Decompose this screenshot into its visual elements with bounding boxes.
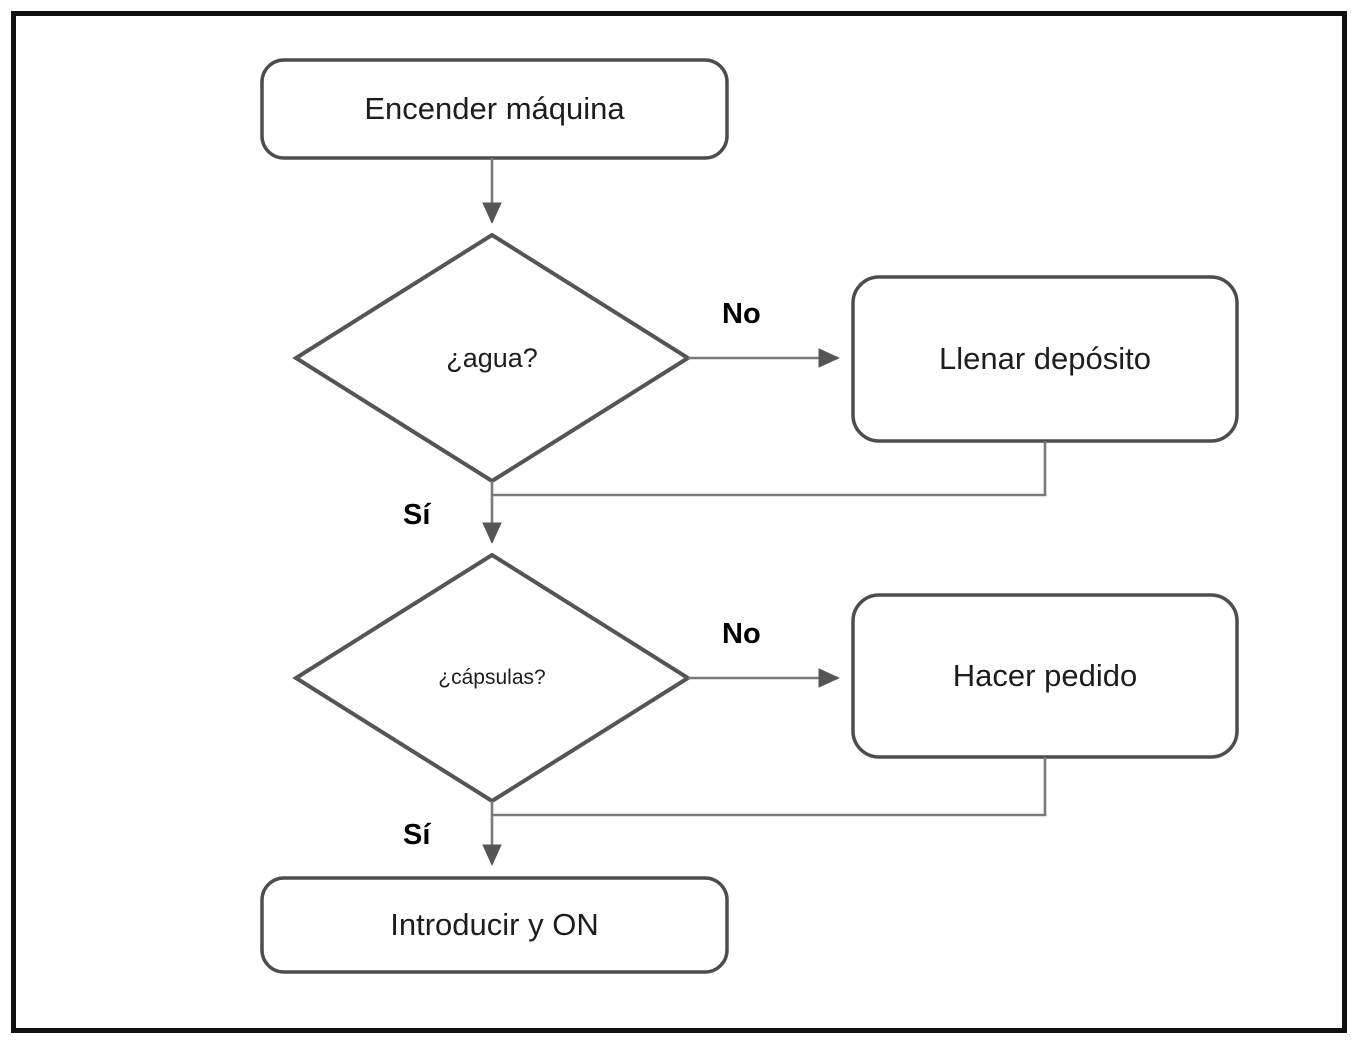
diagram-frame-border [11,11,1347,1033]
node-introducir-on-shape[interactable] [260,876,729,974]
node-hacer-pedido-shape[interactable] [851,593,1239,759]
edge-pedido-return [492,757,1047,817]
edge-label-agua-si: Sí [403,499,431,531]
edge-label-capsulas-si: Sí [403,819,431,851]
node-decision-capsulas-shape[interactable] [292,552,692,804]
node-llenar-deposito-shape[interactable] [851,275,1239,443]
node-start-shape[interactable] [260,58,729,160]
edge-label-capsulas-no: No [722,618,761,650]
node-decision-agua-shape[interactable] [292,232,692,484]
edge-label-agua-no: No [722,298,761,330]
edge-llenar-return [492,441,1047,497]
